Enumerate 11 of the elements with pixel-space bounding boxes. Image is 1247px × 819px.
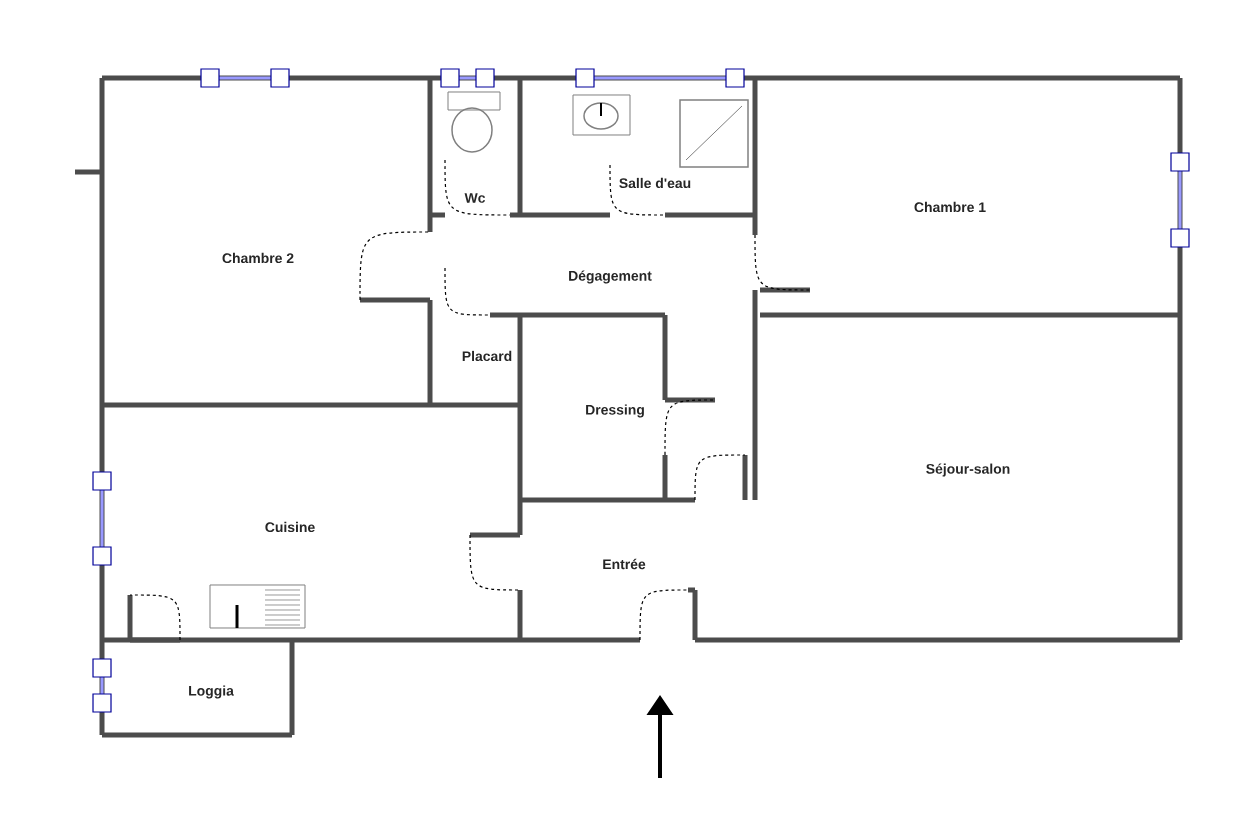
room-label: Chambre 2 — [222, 252, 294, 264]
room-label: Dressing — [586, 404, 644, 418]
room-label: Chambre 1 — [914, 201, 986, 213]
room-label: Dégagement — [569, 270, 652, 284]
room-label: Wc — [464, 193, 486, 203]
room-label: Séjour-salon — [926, 463, 1010, 477]
room-label: Entrée — [603, 558, 646, 570]
room-label: Loggia — [189, 685, 234, 699]
room-label: Cuisine — [265, 521, 315, 533]
room-label: Salle d'eau — [619, 177, 691, 189]
room-label: Placard — [462, 350, 512, 362]
